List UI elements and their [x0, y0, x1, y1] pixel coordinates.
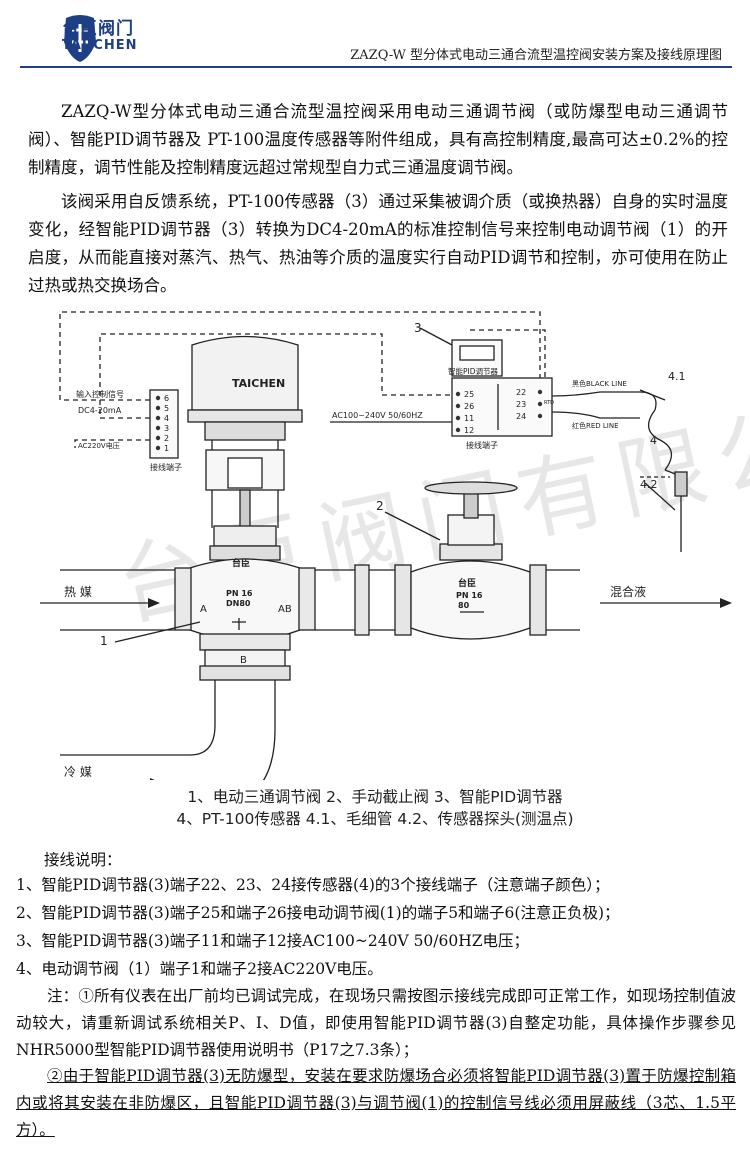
wiring-item-1: 1、智能PID调节器(3)端子22、23、24接传感器(4)的3个接线端子（注意… — [16, 876, 610, 894]
label-2: 2 — [376, 499, 384, 513]
label-4-2: 4.2 — [640, 478, 658, 491]
wiring-item-2: 2、智能PID调节器(3)端子25和端子26接电动调节阀(1)的端子5和端子6(… — [16, 904, 620, 922]
wiring-item-4: 4、电动调节阀（1）端子1和端子2接AC220V电压。 — [16, 960, 383, 978]
terminal-3: 3 — [164, 424, 169, 433]
controller-name-label: 智能PID调节器 — [448, 366, 499, 376]
globe-valve-brand-label: 台臣 — [458, 577, 476, 589]
terminal-6: 6 — [164, 394, 169, 403]
wiring-item-3: 3、智能PID调节器(3)端子11和端子12接AC100~240V 50/60H… — [16, 932, 530, 950]
header-divider — [20, 66, 732, 68]
rtd-label: RTD — [544, 400, 554, 406]
label-4: 4 — [650, 434, 657, 447]
controller-terminal-12: 12 — [464, 426, 474, 435]
port-a-label: A — [200, 604, 207, 615]
document-header-title: ZAZQ-W 型分体式电动三通合流型温控阀安装方案及接线原理图 — [350, 48, 722, 63]
port-b-label: B — [240, 655, 247, 666]
terminal-1: 1 — [164, 444, 169, 453]
ac-supply-label: AC100~240V 50/60HZ — [332, 411, 423, 420]
note-2: ②由于智能PID调节器(3)无防爆型，安装在要求防爆场合必须将智能PID调节器(… — [16, 1067, 736, 1139]
controller-terminal-26: 26 — [464, 402, 474, 411]
legend-caption-line-2: 4、PT-100传感器 4.1、毛细管 4.2、传感器探头(测温点) — [176, 810, 574, 828]
valve-pn-label: PN 16 — [226, 589, 253, 598]
legend-caption-line-1: 1、电动三通调节阀 2、手动截止阀 3、智能PID调节器 — [187, 788, 563, 806]
port-ab-label: AB — [278, 604, 292, 615]
hot-medium-label: 热 媒 — [64, 585, 92, 599]
company-logo-icon — [64, 15, 96, 62]
controller-terminal-block-label: 接线端子 — [466, 440, 498, 450]
controller-terminal-24: 24 — [516, 412, 526, 421]
actuator-brand-label: TAICHEN — [232, 377, 285, 390]
logo-english-name: TAI CHEN — [62, 38, 138, 53]
black-line-label: 黑色BLACK LINE — [572, 379, 627, 388]
input-signal-label: 输入控制信号 — [76, 389, 124, 399]
globe-valve-dn-label: 80 — [458, 601, 470, 610]
mixed-fluid-label: 混合液 — [610, 584, 646, 599]
label-1: 1 — [100, 634, 108, 648]
controller-number-label: 3 — [414, 321, 422, 335]
controller-terminal-23: 23 — [516, 400, 526, 409]
controller-terminal-11: 11 — [464, 414, 474, 423]
valve-dn-label: DN80 — [226, 599, 251, 608]
ac220-label: AC220V电压 — [78, 441, 120, 450]
wiring-heading: 接线说明： — [44, 851, 122, 869]
red-line-label: 红色RED LINE — [572, 421, 619, 430]
label-4-1: 4.1 — [668, 370, 686, 383]
installation-diagram: TAICHEN 输入控制信号 DC4-20mA AC220V电压 6 5 4 3… — [40, 311, 732, 780]
terminal-2: 2 — [164, 434, 169, 443]
intro-paragraph-2: 该阀采用自反馈系统，PT-100传感器（3）通过采集被调介质（或换热器）自身的实… — [28, 192, 728, 295]
dc-signal-label: DC4-20mA — [78, 406, 122, 415]
intro-paragraph-1: ZAZQ-W型分体式电动三通合流型温控阀采用电动三通调节阀（或防爆型电动三通调节… — [28, 102, 728, 177]
controller-terminal-22: 22 — [516, 388, 526, 397]
terminal-5: 5 — [164, 404, 169, 413]
terminal-4: 4 — [164, 414, 169, 423]
globe-valve-pn-label: PN 16 — [456, 591, 483, 600]
controller-terminal-25: 25 — [464, 390, 474, 399]
valve-brand-label: 台臣 — [232, 557, 250, 569]
cold-medium-label: 冷 媒 — [64, 765, 92, 779]
note-1: 注：①所有仪表在出厂前均已调试完成，在现场只需按图示接线完成即可正常工作，如现场… — [16, 987, 736, 1059]
logo-chinese-name: 台臣阀门 — [62, 19, 134, 39]
terminal-block-label: 接线端子 — [150, 462, 182, 472]
